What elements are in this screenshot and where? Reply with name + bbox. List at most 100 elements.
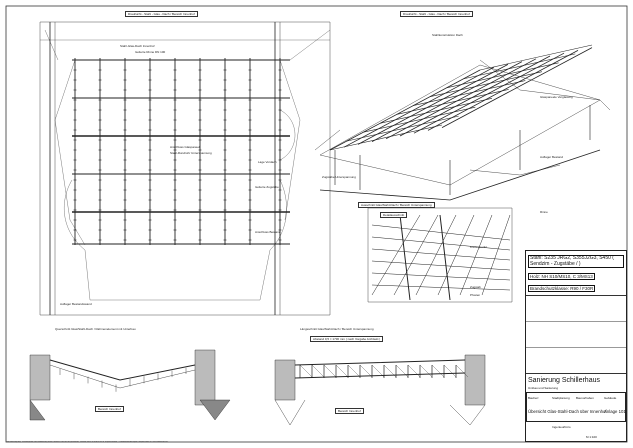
drawing-line xyxy=(415,214,457,296)
drawing-line xyxy=(385,58,537,140)
drawing-line xyxy=(346,115,459,142)
drawing-line xyxy=(371,214,421,296)
drawing-line xyxy=(357,64,509,145)
section-views xyxy=(29,349,486,426)
drawing-line xyxy=(343,66,495,148)
drawing-line xyxy=(463,53,576,80)
section-mid-sub: Abstand 0,5 = 1730 mm ( nach Vorgabe Arc… xyxy=(310,336,384,342)
drawing-shape xyxy=(274,399,486,426)
plan-note: Isolierte Zugstäbe xyxy=(255,185,279,189)
isometric-view xyxy=(314,44,611,201)
section-left-title: Querschnitt Glas/Stahl-Dach / Rahmenelem… xyxy=(55,327,136,331)
material-wood: Holz: NH S10/MS10, C 3/MS13 xyxy=(528,273,595,280)
drawing-shape xyxy=(479,59,611,111)
iso-note: Stahlkonstruktion Dach xyxy=(432,33,463,37)
drawing-shape xyxy=(279,109,295,161)
title-block: Stahl: S235 JRG2, S355J2G3, S450 ( Sendz… xyxy=(525,250,627,442)
drawing-number: Anlage 101 xyxy=(604,409,626,414)
iso-note: Glaspaneele Verglasung xyxy=(540,95,573,99)
drawing-line xyxy=(299,364,313,378)
drawing-line xyxy=(329,124,443,151)
drawing-line xyxy=(371,364,385,378)
drawing-line xyxy=(437,214,475,296)
drawing-shape xyxy=(319,64,601,186)
drawing-line xyxy=(371,236,511,251)
drawing-line xyxy=(395,364,409,378)
drawing-title: Übersicht Glas-Stahl-Dach über Innenhof xyxy=(528,409,607,414)
drawing-shape xyxy=(314,129,561,176)
drawing-shape xyxy=(194,349,216,406)
plan-title: Draufsicht - Stahl - Glas - Dach / Berei… xyxy=(125,11,198,17)
drawing-line xyxy=(431,364,445,378)
project-name: Sanierung Schillerhaus xyxy=(528,377,600,384)
material-steel: Stahl: S235 JRG2, S355J2G3, S450 ( Sendz… xyxy=(528,255,624,269)
section-left-label: Bereich Innenhof xyxy=(95,406,124,412)
drawing-line xyxy=(446,62,559,89)
detail-note: Pfosten xyxy=(470,293,481,297)
plan-note: Isolierte Rinne DN 100 xyxy=(135,50,166,54)
plan-note: Stahl-Rundrohr Unterspannung xyxy=(170,151,212,155)
drawing-line xyxy=(429,71,543,97)
drawing-line xyxy=(363,106,476,133)
drawing-shape xyxy=(279,59,301,221)
detail-note: Zugstab xyxy=(470,285,481,289)
drawing-line xyxy=(413,80,526,106)
drawing-shape xyxy=(44,29,331,61)
drawing-line xyxy=(371,224,511,241)
drawing-shape xyxy=(367,207,513,303)
footer-note: Vervielfältigung, Weitergabe und Mitteil… xyxy=(6,441,169,443)
drawing-line xyxy=(379,98,493,124)
drawing-line xyxy=(419,364,433,378)
field-project: Bauvorhaben xyxy=(576,396,594,400)
plan-note: Anschluss Glaspaneel xyxy=(170,145,200,149)
iso-note: Zugstäbe Unterspannung xyxy=(322,175,356,179)
field-building: Gebäude xyxy=(604,396,617,400)
plan-view xyxy=(39,21,331,316)
drawing-line xyxy=(359,364,373,378)
plan-note: Lage Vordach xyxy=(258,160,277,164)
drawing-shape xyxy=(294,359,466,379)
detail-title: Ausschnitt Glas/Stahl-Dach / Bereich Unt… xyxy=(358,202,435,208)
drawing-line xyxy=(371,61,523,142)
drawing-line xyxy=(427,50,579,131)
plan-note: Stahl-Glas-Dach Innenhof xyxy=(120,44,155,48)
iso-note: Rinne xyxy=(540,210,548,214)
field-owner: Bauherr xyxy=(528,396,539,400)
drawing-line xyxy=(479,44,593,71)
plan-note: Anschluss Bestand xyxy=(255,230,281,234)
iso-title: Draufsicht - Stahl - Glas - Dach / Berei… xyxy=(400,11,473,17)
detail-view xyxy=(367,207,513,303)
drawing-line xyxy=(371,284,511,291)
drawing-line xyxy=(407,364,421,378)
drawing-shape xyxy=(29,354,51,401)
fire-class: Brandschutzklasse: R90 / F30R xyxy=(528,285,596,292)
iso-note: Auflager Bestand xyxy=(540,155,564,159)
drawing-shape xyxy=(54,59,86,246)
drawing-line xyxy=(443,364,457,378)
detail-box-label: Detailausschnitt xyxy=(380,212,408,218)
office: Ingenieurbüro xyxy=(552,425,571,429)
field-planning: Stadtplanung xyxy=(552,396,570,400)
drawing-line xyxy=(393,214,439,296)
drawing-line xyxy=(459,214,493,296)
drawing-shape xyxy=(334,105,591,195)
drawing-line xyxy=(329,69,481,151)
drawing-line xyxy=(371,260,511,271)
project-sub: Umbau und Sanierung xyxy=(528,386,559,390)
section-mid-label: Bereich Innenhof xyxy=(335,408,364,414)
drawing-line xyxy=(371,248,511,261)
drawing-shape xyxy=(29,399,231,421)
drawing-line xyxy=(455,364,469,378)
detail-note: Knotenpunkt xyxy=(470,245,487,249)
drawing-shape xyxy=(319,149,601,201)
drawing-line xyxy=(383,364,397,378)
drawing-line xyxy=(371,272,511,281)
scale: M 1:100 xyxy=(586,435,597,439)
section-mid-title: Längsschnitt Glas/Stahl-Dach / Bereich U… xyxy=(300,327,374,331)
plan-note: Auflager Bestandswand xyxy=(60,302,92,306)
drawing-line xyxy=(311,364,325,378)
drawing-shape xyxy=(49,359,196,381)
drawing-shape xyxy=(399,214,451,301)
drawing-line xyxy=(481,214,511,296)
